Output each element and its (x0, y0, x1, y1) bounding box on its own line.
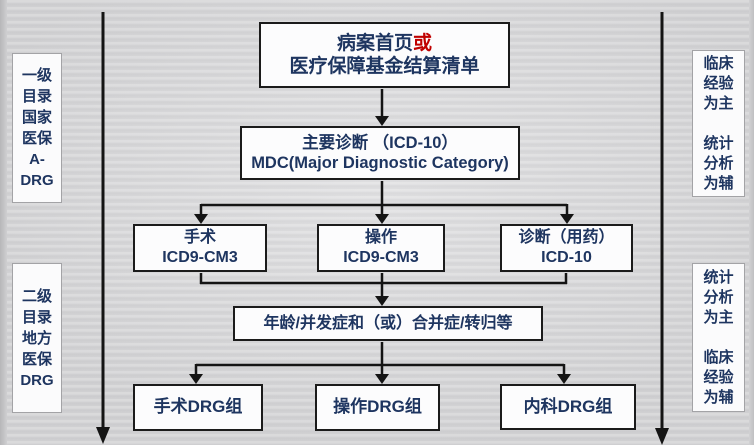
surgery-code: ICD9-CM3 (162, 249, 238, 266)
or-highlight: 或 (413, 32, 433, 54)
operation-drg-box: 操作DRG组 (315, 384, 440, 431)
age-complication-label: 年龄/并发症和（或）合并症/转归等 (263, 314, 513, 332)
merge-middle-to-age (199, 273, 568, 306)
internal-medicine-drg-label: 内科DRG组 (523, 396, 613, 416)
age-complication-box: 年龄/并发症和（或）合并症/转归等 (233, 306, 543, 341)
level1-catalog-label: 一级 目录 国家 医保 A- DRG (12, 53, 62, 203)
operation-icd9-box: 操作 ICD9-CM3 (317, 224, 445, 272)
case-front-page-line1: 病案首页或 (336, 32, 433, 54)
branch-age-to-drg (189, 342, 571, 384)
left-edge-shadow (0, 0, 7, 445)
left-down-arrow (96, 12, 110, 444)
statistical-analysis-primary-label: 统计 分析 为主 临床 经验 为辅 (692, 263, 745, 412)
diagnosis-label: 诊断（用药） (518, 229, 615, 247)
case-front-page-box: 病案首页或 医疗保障基金结算清单 (259, 22, 510, 88)
right-down-arrow (655, 12, 669, 445)
diagnosis-icd10-box: 诊断（用药） ICD-10 (500, 224, 633, 272)
internal-medicine-drg-box: 内科DRG组 (500, 384, 636, 430)
surgery-drg-box: 手术DRG组 (133, 384, 263, 431)
case-front-page-line2: 医疗保障基金结算清单 (289, 56, 480, 77)
operation-label: 操作 (364, 229, 397, 247)
level2-catalog-label: 二级 目录 地方 医保 DRG (12, 263, 62, 413)
diagnosis-code: ICD-10 (541, 249, 592, 266)
surgery-label: 手术 (183, 229, 216, 247)
right-edge-shadow (749, 0, 754, 445)
arrow-top-to-mdc (375, 89, 389, 126)
operation-code: ICD9-CM3 (343, 249, 419, 266)
mdc-line1: 主要诊断 （ICD-10） (302, 133, 458, 152)
mdc-line2: MDC(Major Diagnostic Category) (251, 154, 509, 172)
surgery-drg-label: 手术DRG组 (153, 397, 243, 417)
surgery-icd9-box: 手术 ICD9-CM3 (133, 224, 267, 272)
branch-mdc-to-middle (194, 181, 574, 224)
operation-drg-label: 操作DRG组 (333, 397, 422, 417)
clinical-experience-primary-label: 临床 经验 为主 统计 分析 为辅 (692, 50, 745, 197)
mdc-box: 主要诊断 （ICD-10） MDC(Major Diagnostic Categ… (240, 126, 520, 180)
